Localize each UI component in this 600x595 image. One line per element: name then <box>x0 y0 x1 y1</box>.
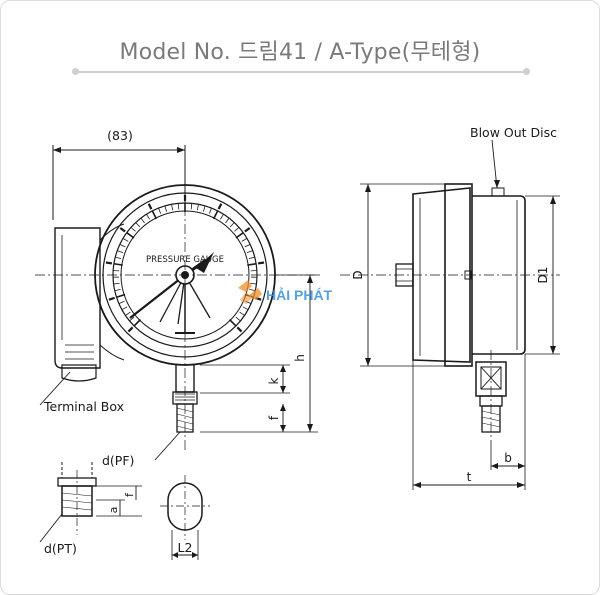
dial-tick <box>151 210 158 220</box>
t-dimension-label: t <box>467 470 472 484</box>
dial-major-mark <box>119 227 126 233</box>
dial-tick <box>212 210 219 220</box>
dial-tick <box>250 282 257 285</box>
dial-tick <box>235 232 244 239</box>
a-dimension-label: a <box>107 507 120 514</box>
dial-major-mark <box>147 203 153 210</box>
dial-tick <box>225 217 230 224</box>
dial-tick <box>196 204 199 211</box>
dial-major-mark <box>105 261 113 265</box>
front-view <box>35 145 320 461</box>
dial-text: PRESSURE GAUGE <box>146 255 224 265</box>
watermark-text: HẢI PHÁT <box>266 287 333 303</box>
watermark-logo: HẢI PHÁT <box>238 280 333 304</box>
dial-tick <box>171 204 174 211</box>
dial-tick <box>246 250 253 254</box>
dial-major-mark <box>257 261 265 265</box>
dial-tick <box>119 243 126 248</box>
dial-tick <box>126 232 135 239</box>
divider-dot-right <box>523 68 530 75</box>
dial-tick <box>117 250 124 254</box>
dial-tick <box>244 243 251 248</box>
dial-tick <box>247 262 257 266</box>
dial-tick <box>113 282 120 285</box>
dial-tick <box>113 262 123 266</box>
dial-tick <box>130 227 136 232</box>
dial-tick <box>158 207 162 214</box>
dial-tick <box>164 205 167 212</box>
detail-d-pt <box>39 462 142 543</box>
dial-tick <box>121 306 128 311</box>
D-dimension-label: D <box>351 270 365 279</box>
h-dimension-label: h <box>293 354 307 362</box>
dial-tick <box>249 289 256 292</box>
dial-tick <box>203 205 206 212</box>
page-title: Model No. 드림41 / A-Type(무테형) <box>119 40 481 65</box>
dial-tick <box>242 306 249 311</box>
dial-tick <box>177 203 180 210</box>
dial-major-mark <box>236 326 243 333</box>
dial-tick <box>115 256 122 259</box>
l2-label: L2 <box>178 540 193 555</box>
k-dimension-label: k <box>267 377 281 384</box>
dial-tick <box>190 203 193 210</box>
dial-scale-ticks <box>105 195 265 333</box>
d-pt-label: d(PT) <box>44 541 77 556</box>
title-divider <box>76 71 526 73</box>
detail-l2 <box>160 475 210 560</box>
d-pf-label: d(PF) <box>102 453 134 468</box>
dial-tick <box>135 222 141 228</box>
dial-tick <box>133 318 142 327</box>
dial-tick <box>220 213 224 220</box>
blow-out-disc-label: Blow Out Disc <box>470 125 557 140</box>
divider-dot-left <box>72 68 79 75</box>
width-dimension-label: (83) <box>107 128 133 143</box>
dial-tick <box>235 316 241 322</box>
dial-tick <box>234 227 240 232</box>
f-dimension-label: f <box>267 415 281 420</box>
side-view <box>340 139 560 490</box>
b-dimension-label: b <box>504 451 512 465</box>
terminal-box-label: Terminal Box <box>43 399 124 414</box>
dial-tick <box>125 311 131 316</box>
dial-tick <box>118 300 125 304</box>
dial-tick <box>241 238 248 242</box>
dial-tick <box>114 289 121 292</box>
dial-tick <box>228 318 237 327</box>
dial-major-mark <box>217 203 223 210</box>
f-small-dimension-label: f <box>123 492 136 497</box>
dial-tick <box>146 213 150 220</box>
dial-tick <box>239 311 245 316</box>
dial-major-mark <box>127 326 134 333</box>
dial-tick <box>129 316 135 322</box>
dial-tick <box>229 222 235 228</box>
dial-major-mark <box>108 296 115 301</box>
dial-tick <box>116 293 126 299</box>
dial-tick <box>208 207 212 214</box>
dial-major-mark <box>244 227 251 233</box>
D1-dimension-label: D1 <box>536 267 550 284</box>
dial-tick <box>122 238 129 242</box>
dial-tick <box>140 217 145 224</box>
dial-tick <box>248 256 255 259</box>
